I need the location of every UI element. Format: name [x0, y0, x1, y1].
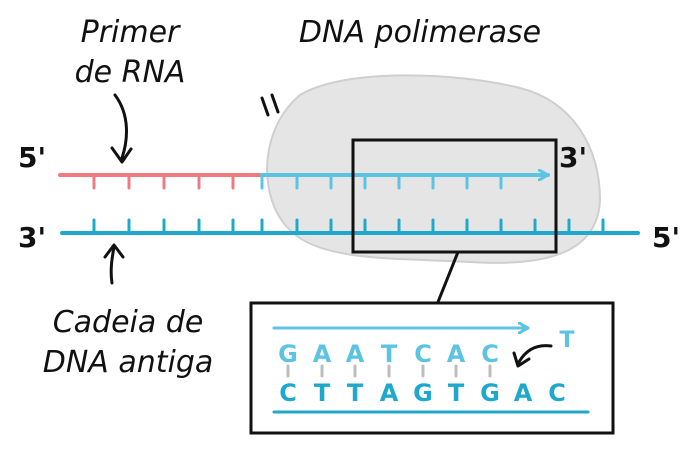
top-strand-3prime-label: 3' — [559, 141, 587, 174]
polymerase-label: DNA polimerase — [299, 15, 541, 50]
template-base: C — [548, 379, 566, 407]
template-base: T — [314, 379, 331, 407]
template-dna-ticks — [92, 218, 605, 235]
template-base: A — [514, 379, 533, 407]
rna-primer-strand — [58, 173, 264, 190]
incoming-base-arrowhead — [512, 351, 531, 368]
top-strand-5prime-label: 5' — [18, 141, 46, 174]
focus-box — [351, 138, 558, 254]
motion-marks-icon — [260, 93, 280, 117]
new-base: A — [313, 340, 332, 368]
old-strand-pointer-arrow-icon — [109, 245, 116, 285]
template-base: T — [448, 379, 465, 407]
bottom-strand-5prime-label: 5' — [652, 221, 680, 254]
template-dna-strand — [60, 218, 640, 235]
new-base: G — [278, 340, 298, 368]
new-base: C — [414, 340, 432, 368]
template-base: A — [380, 379, 399, 407]
incoming-base-arrow-icon — [517, 344, 553, 364]
primer-label-line2: de RNA — [75, 55, 186, 90]
new-base: A — [346, 340, 365, 368]
old-strand-label-line2: DNA antiga — [43, 345, 214, 380]
zoom-template-bases: C T T A G T G A C — [279, 379, 566, 407]
dna-polymerase-blob — [266, 74, 602, 264]
new-dna-strand — [260, 173, 550, 190]
incoming-base: T — [559, 328, 574, 353]
primer-label-line1: Primer — [81, 15, 181, 50]
template-base: C — [279, 379, 297, 407]
base-pair-links — [286, 364, 492, 378]
primer-pointer-arrow-icon — [113, 93, 128, 160]
old-strand-pointer-arrowhead — [103, 243, 125, 259]
new-base: A — [447, 340, 466, 368]
template-base: G — [480, 379, 500, 407]
bottom-strand-3prime-label: 3' — [18, 221, 46, 254]
template-base: T — [347, 379, 364, 407]
primer-pointer-arrowhead — [110, 146, 133, 164]
new-base: C — [481, 340, 499, 368]
new-base: T — [381, 340, 398, 368]
zoom-new-bases: G A A T C A C — [278, 340, 499, 368]
template-base: G — [413, 379, 433, 407]
old-strand-label-line1: Cadeia de — [53, 305, 204, 340]
new-dna-ticks — [260, 173, 503, 190]
zoom-connector-line — [436, 251, 460, 303]
rna-primer-ticks — [92, 173, 235, 190]
